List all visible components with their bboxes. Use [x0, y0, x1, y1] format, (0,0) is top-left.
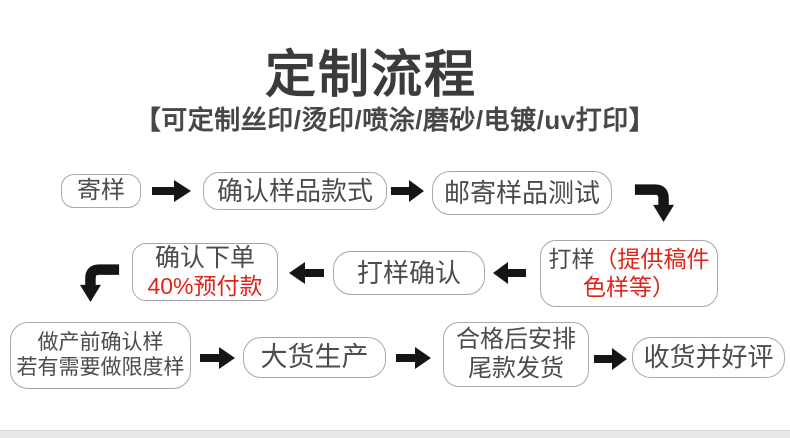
node-line: 40%预付款: [147, 273, 263, 300]
arrow-corner-down-left-icon: [79, 261, 121, 303]
arrow-right-icon: [152, 179, 192, 203]
arrow-left-icon: [492, 261, 526, 285]
node-label: 大货生产: [260, 341, 369, 372]
node-line: 合格后安排: [456, 326, 576, 354]
node-label: 打样确认: [356, 257, 461, 288]
flow-node-proof-confirm: 打样确认: [333, 251, 485, 295]
arrow-right-icon: [391, 179, 425, 203]
node-label: 邮寄样品测试: [443, 177, 600, 208]
flow-node-mass-production: 大货生产: [243, 337, 386, 378]
node-label-red: （提供稿件: [594, 246, 710, 273]
node-label: 寄样: [77, 176, 125, 204]
flow-node-receive-review: 收货并好评: [632, 337, 785, 378]
node-line: 打样（提供稿件: [549, 246, 710, 273]
bottom-section-divider: [0, 430, 790, 438]
node-line: 确认下单: [154, 243, 255, 272]
flow-node-pre-production-sample: 做产前确认样 若有需要做限度样: [10, 322, 191, 389]
arrow-left-icon: [288, 261, 324, 285]
node-label-black: 打样: [548, 246, 595, 273]
arrow-right-icon: [200, 346, 236, 370]
flow-node-proofing: 打样（提供稿件 色样等）: [540, 240, 718, 307]
node-line: 尾款发货: [468, 354, 564, 382]
page-subtitle: 【可定制丝印/烫印/喷涂/磨砂/电镀/uv打印】: [134, 105, 656, 135]
flow-node-send-sample: 寄样: [61, 174, 141, 208]
arrow-corner-down-right-icon: [633, 181, 675, 223]
node-line: 色样等）: [583, 273, 675, 300]
flow-node-qualified-ship: 合格后安排 尾款发货: [443, 322, 589, 387]
arrow-right-icon: [594, 347, 628, 371]
flow-node-mail-test: 邮寄样品测试: [432, 171, 612, 215]
page-title: 定制流程: [264, 46, 477, 103]
arrow-right-icon: [396, 346, 432, 370]
node-label: 确认样品款式: [216, 175, 373, 206]
node-line: 做产前确认样: [37, 330, 164, 354]
flow-node-confirm-order: 确认下单 40%预付款: [132, 243, 278, 301]
node-label: 收货并好评: [643, 342, 774, 373]
node-line: 若有需要做限度样: [16, 355, 185, 379]
flow-node-confirm-style: 确认样品款式: [203, 172, 387, 210]
